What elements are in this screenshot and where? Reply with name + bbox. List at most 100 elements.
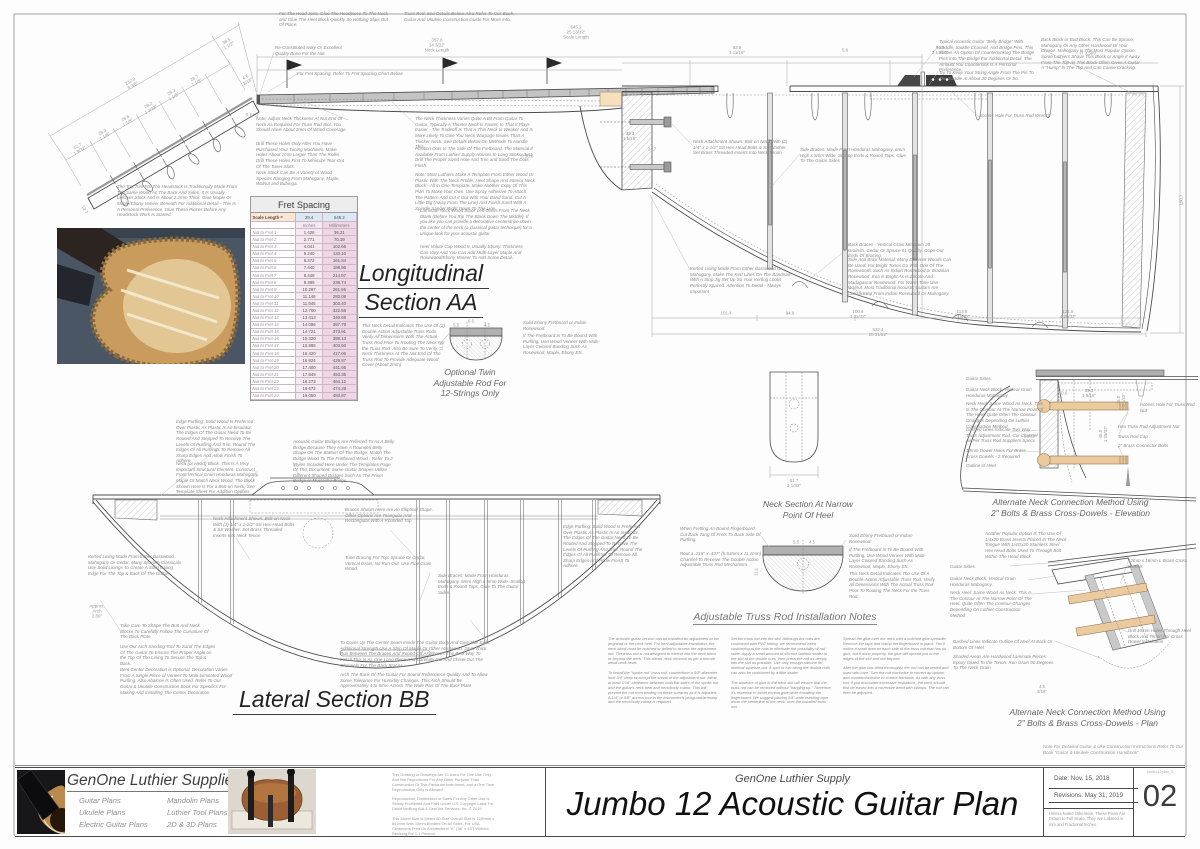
fret-cell: 340.69 — [322, 314, 357, 321]
plan-item: Mandolin Plans — [167, 796, 219, 805]
lateral-section-drawing — [92, 447, 661, 669]
fret-cell: 11.945 — [296, 300, 323, 307]
fret-cell: Nut to Fret 4 — [251, 250, 297, 257]
fret-cell: Nut to Fret 23 — [251, 385, 297, 392]
note-side-braces-bb: Side Braces: Made From Honduras Mahogany… — [438, 573, 527, 595]
fret-cell: Nut to Fret 10 — [251, 293, 297, 300]
plan-item: Electric Guitar Plans — [79, 820, 148, 830]
company-name: GenOne Luthier Supply — [735, 773, 850, 785]
fret-cell: Nut to Fret 20 — [251, 364, 297, 371]
scale-note: Unless Noted Otherwise, These Plans Are … — [1049, 811, 1126, 827]
dimension-label: 13/32" — [1023, 433, 1037, 439]
fret-cell: Nut to Fret 15 — [251, 328, 297, 335]
note-neck-attachment: Neck Attachment Shown: Bolt-on Neck With… — [693, 139, 789, 156]
brand-name: GenOne Luthier Supplies — [67, 772, 242, 792]
dimension-label: 5.5 — [452, 322, 460, 328]
plan-list-right: Mandolin Plans Luthier Tool Plans 2D & 3… — [167, 795, 228, 831]
note-neck-block-plan: Guitar Neck Block, Vertical Grain Hondur… — [950, 576, 1017, 587]
file-name: jumbo12plan_2 — [1147, 770, 1173, 774]
note-side-braces: Side Braces: Made From Honduras Mahogany… — [800, 147, 908, 164]
twin-rod-detail-drawing — [439, 322, 503, 361]
brand-guitar-photo — [17, 770, 65, 834]
sheet-title: Jumbo 12 Acoustic Guitar Plan — [566, 785, 1019, 822]
note-neck-attachment-bb: Neck Attachment Shown: Bolt-on Neck With… — [213, 516, 296, 538]
legal-paragraph-1: This Drawing or Drawings Are To Used For… — [392, 772, 495, 793]
note-rout-channel: Rout a .218" x .437" (5.54mm x 11.1mm) C… — [680, 551, 763, 568]
dimension-label: 6.5 — [467, 318, 475, 324]
fret-cell: 303.40 — [322, 300, 357, 307]
note-ebony-fretboard-2: Solid Ebony Fretboard or Indian Rosewood… — [849, 533, 914, 544]
note-neck-block-elev: Guitar Neck Block, Vertical Grain Hondur… — [966, 387, 1033, 398]
note-brass-bolts: 2" Brass Connector Bolts — [1118, 443, 1169, 448]
note-truss-install-1: The acoustic guitar version can be insta… — [608, 636, 720, 705]
fret-cell: 13.413 — [296, 314, 323, 321]
optional-twin-label: Optional Twin Adjustable Rod For 12-Stri… — [433, 367, 507, 399]
alt-plan-label: Alternate Neck Connection Method Using 2… — [1009, 707, 1166, 728]
fret-cell: 17.849 — [296, 371, 323, 378]
fret-cell: 441.95 — [322, 364, 357, 371]
alt-elevation-label: Alternate Neck Connection Method Using 2… — [991, 497, 1150, 518]
note-fretting-bound: When Fretting An Bound Fingerboard Cut B… — [680, 526, 762, 543]
note-brass-dowels: 12mm x 16mm L Brass Cross Dowels — [1128, 558, 1189, 569]
guitar-interior-photo — [57, 228, 245, 364]
note-kerfed-lining: Kerfed Lining Made From Either Basswood … — [690, 266, 792, 294]
note-hex-nut: Hex Truss Rod Adjustment Nut — [1118, 424, 1180, 429]
note-truss-cap: Truss Rod Cap — [1118, 434, 1148, 439]
fret-cell: 17.400 — [296, 364, 323, 371]
note-back-block: Back Block or Butt Block. This Can Be Sp… — [1041, 37, 1141, 71]
titleblock-divider — [1133, 768, 1134, 836]
note-laminate-neck: Laminate Neck Wood Stock Left Overs From… — [420, 208, 534, 236]
dimension-label: 13.7 — [80, 204, 90, 215]
note-back-braces: Back Braces - Vertical Grain Minimum 20 … — [848, 242, 945, 259]
fret-cell: 464.12 — [322, 378, 357, 385]
fret-cell: Nut to Fret 16 — [251, 335, 297, 342]
heel-plan-detail-drawing — [769, 371, 819, 478]
note-neck-block: Neck (or Head) Block. This Is A Very Imp… — [176, 461, 261, 495]
note-kerfed-lining-bb: Kerfed Lining Made From Either Basswood,… — [88, 554, 183, 576]
dimension-label: 94.8 — [785, 310, 795, 316]
note-tone-bracing: Tone Bracing For Top: Spruce Or Cedar, V… — [345, 555, 433, 572]
fret-cell: 18.672 — [296, 385, 323, 392]
fret-cell: 389.13 — [322, 335, 357, 342]
note-center-seam: To Cover Up The Center Seam Inside The G… — [340, 640, 490, 668]
note-side-back-material: Side And Back Material: Many Different W… — [848, 257, 953, 296]
note-neck-thickness: The Neck Thickness Varies Quite A Bit Fr… — [415, 116, 535, 150]
note-access-hole-nut: Access Hole For Truss Rod Nut — [1140, 402, 1196, 413]
note-truss-rod-reference: Truss Rod: See Details Below. Also Refer… — [404, 11, 516, 22]
fret-cell: 483.87 — [322, 392, 357, 399]
note-neck-stock: Neck Stock Can Be A Variety of Wood Spec… — [256, 170, 341, 187]
note-neck-heel-plan: Neck Heel: Same Wood As Neck. This Is Th… — [950, 590, 1033, 618]
fret-cell: Nut to Fret 1 — [251, 229, 297, 236]
legal-text: This Drawing or Drawings Are To Used For… — [392, 772, 496, 840]
fret-cell: 357.78 — [322, 321, 357, 328]
truss-notes-title: Adjustable Truss Rod Installation Notes — [640, 611, 930, 625]
note-dowel-holes: 10mm Dowel Holes For Brass Cross Dowels … — [966, 448, 1028, 459]
fret-cell: Nut to Fret 3 — [251, 243, 297, 250]
fret-cell: 15.886 — [296, 342, 323, 349]
note-outline-heel: Outline of Heel — [966, 463, 996, 468]
fret-cell: Nut to Fret 7 — [251, 271, 297, 279]
dimension-label: R 50.8 — [520, 153, 534, 159]
